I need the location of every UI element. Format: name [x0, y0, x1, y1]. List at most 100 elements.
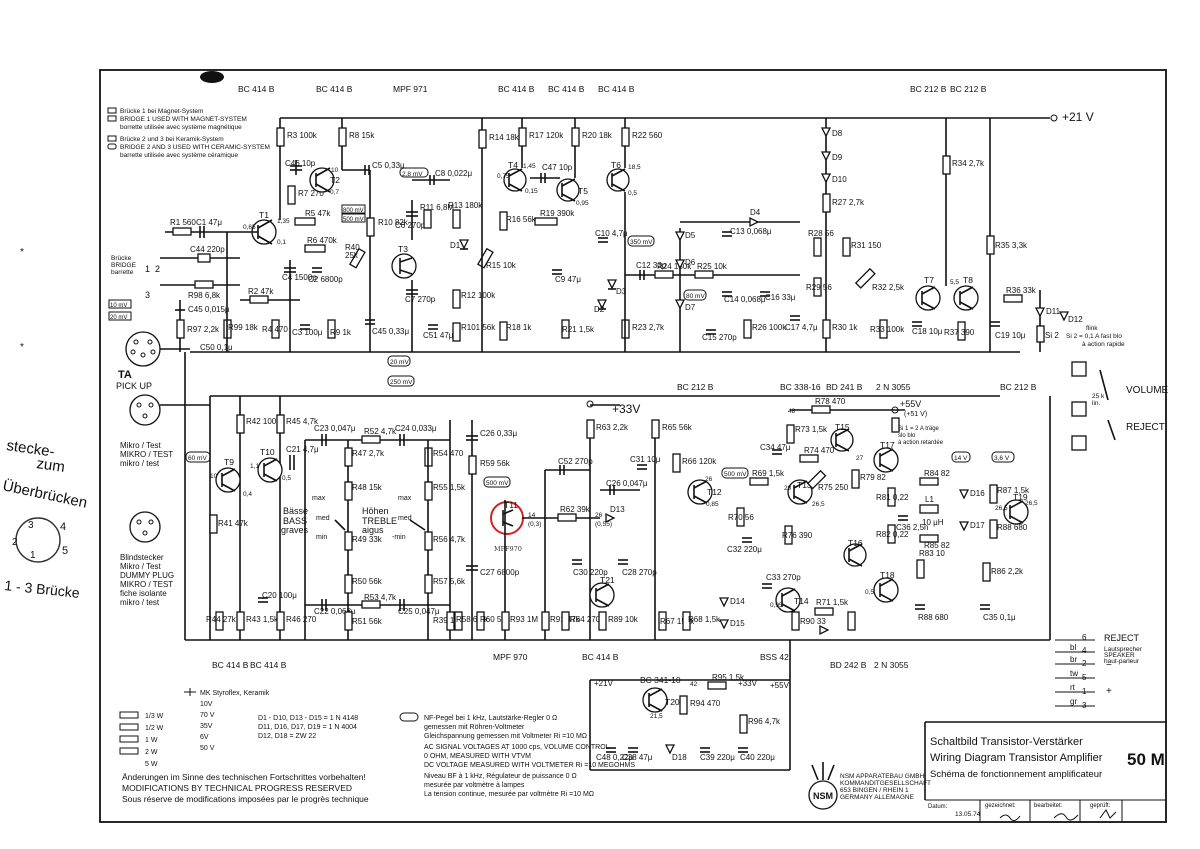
- svg-text:VOLUME: VOLUME: [1126, 385, 1169, 396]
- svg-text:NSM: NSM: [813, 791, 833, 801]
- svg-text:R46 270: R46 270: [286, 615, 317, 624]
- svg-text:350 mV: 350 mV: [630, 239, 653, 246]
- volume-control[interactable]: VOLUME: [1126, 385, 1169, 396]
- svg-text:T6: T6: [611, 160, 621, 170]
- mid-circuit: R42 100k R45 4,7k 60 mV T9 10 0,4 T10 1,…: [185, 396, 1051, 640]
- svg-text:20 mV: 20 mV: [390, 359, 409, 366]
- svg-text:barrette: barrette: [111, 269, 134, 276]
- type-label: BC 212 B: [910, 84, 947, 94]
- manufacturer-address: NSM APPARATEBAU GMBH KOMMANDITGESELLSCHA…: [840, 773, 931, 801]
- svg-text:R88 680: R88 680: [918, 613, 949, 622]
- type-label: BC 414 B: [316, 84, 353, 94]
- svg-text:C28 270p: C28 270p: [622, 568, 657, 577]
- svg-text:BASS: BASS: [283, 516, 307, 526]
- reject-switch[interactable]: REJECT: [1126, 422, 1165, 433]
- svg-text:250 mV: 250 mV: [390, 379, 413, 386]
- svg-text:+33V: +33V: [738, 679, 758, 688]
- svg-text:MPF 970: MPF 970: [493, 652, 528, 662]
- svg-text:21,5: 21,5: [650, 713, 663, 720]
- svg-text:BRIDGE 2 AND 3 USED WITH CERAM: BRIDGE 2 AND 3 USED WITH CERAMIC-SYSTEM: [120, 144, 270, 151]
- svg-text:80 mV: 80 mV: [686, 293, 705, 300]
- svg-text:C8 0,022μ: C8 0,022μ: [435, 169, 472, 178]
- svg-text:C51 47μ: C51 47μ: [423, 331, 454, 340]
- svg-text:C34 47μ: C34 47μ: [760, 443, 791, 452]
- svg-text:BRIDGE 1 USED WITH MAGNET-SYST: BRIDGE 1 USED WITH MAGNET-SYSTEM: [120, 116, 247, 123]
- svg-text:2 N 3055: 2 N 3055: [874, 660, 909, 670]
- svg-text:T2: T2: [330, 175, 340, 185]
- bottom-transistor-types: BC 414 B BC 414 B MPF 970 BC 414 B BSS 4…: [212, 652, 909, 670]
- svg-text:26,5: 26,5: [1025, 500, 1038, 507]
- rail-21v: +21 V: [280, 110, 1094, 124]
- svg-text:5,5: 5,5: [950, 279, 959, 286]
- svg-text:R17 120k: R17 120k: [529, 131, 564, 140]
- svg-text:4: 4: [1082, 646, 1087, 655]
- svg-text:0,4: 0,4: [243, 491, 252, 498]
- top-circuit: R1 560 C1 47μ Brücke BRIDGE barrette 1 3…: [108, 118, 1125, 387]
- svg-text:3: 3: [1082, 701, 1087, 710]
- svg-text:tw: tw: [1070, 669, 1078, 678]
- svg-text:Gleichspannung gemessen mit Vo: Gleichspannung gemessen mit Voltmeter Ri…: [424, 733, 587, 740]
- svg-text:D10: D10: [832, 175, 847, 184]
- svg-text:C13 0,068μ: C13 0,068μ: [730, 227, 772, 236]
- svg-text:R83 10: R83 10: [919, 549, 945, 558]
- svg-text:R79 82: R79 82: [860, 473, 886, 482]
- svg-text:R26 100k: R26 100k: [752, 323, 787, 332]
- svg-text:26: 26: [705, 476, 713, 483]
- svg-text:R16 56k: R16 56k: [506, 215, 537, 224]
- svg-text:D15: D15: [730, 619, 745, 628]
- svg-text:2: 2: [12, 537, 18, 548]
- svg-text:C50 0,1μ: C50 0,1μ: [200, 343, 233, 352]
- svg-text:0,15: 0,15: [525, 188, 538, 195]
- svg-text:R11 6,8M: R11 6,8M: [420, 203, 454, 212]
- svg-text:C6 270p: C6 270p: [395, 221, 426, 230]
- svg-text:C20 100μ: C20 100μ: [262, 591, 297, 600]
- mikro-input: Mikro / Test MIKRO / TEST mikro / test: [120, 394, 210, 468]
- treble-control[interactable]: Höhen TREBLE aigus max med -min: [362, 495, 426, 541]
- svg-text:(0,3): (0,3): [528, 521, 541, 528]
- svg-text:C26 0,33μ: C26 0,33μ: [480, 429, 517, 438]
- svg-text:MIKRO / TEST: MIKRO / TEST: [120, 580, 173, 589]
- svg-text:+33V: +33V: [612, 402, 640, 416]
- svg-text:R18 1k: R18 1k: [506, 323, 532, 332]
- svg-text:R44 27k: R44 27k: [206, 615, 237, 624]
- svg-text:NSM APPARATEBAU GMBH: NSM APPARATEBAU GMBH: [840, 773, 925, 780]
- svg-text:GERMANY ALLEMAGNE: GERMANY ALLEMAGNE: [840, 794, 915, 801]
- svg-text:10: 10: [210, 473, 218, 480]
- svg-text:borrette utilisée avec système: borrette utilisée avec système magnétiqu…: [120, 124, 242, 131]
- svg-text:−: −: [1106, 660, 1112, 671]
- svg-text:D16: D16: [970, 489, 985, 498]
- svg-text:0,85: 0,85: [706, 501, 719, 508]
- svg-text:T14: T14: [794, 596, 809, 606]
- svg-text:med: med: [398, 515, 412, 522]
- svg-text:5: 5: [62, 545, 68, 557]
- svg-text:haut-parleur: haut-parleur: [1104, 658, 1140, 665]
- svg-text:min: min: [316, 534, 327, 541]
- svg-text:C9 47μ: C9 47μ: [555, 275, 581, 284]
- bass-control[interactable]: Bässe BASS graves max med min: [281, 495, 346, 541]
- svg-text:fiche isolante: fiche isolante: [120, 589, 167, 598]
- svg-text:R58 6,8k: R58 6,8k: [456, 615, 489, 624]
- svg-text:Datum:: Datum:: [928, 804, 948, 810]
- svg-text:1: 1: [1082, 687, 1087, 696]
- svg-text:5 W: 5 W: [145, 761, 158, 768]
- svg-text:R32 2,5k: R32 2,5k: [872, 283, 905, 292]
- svg-text:slo blo: slo blo: [898, 433, 916, 439]
- svg-text:DUMMY PLUG: DUMMY PLUG: [120, 571, 174, 580]
- svg-text:+21V: +21V: [594, 679, 614, 688]
- svg-text:20 mV: 20 mV: [110, 315, 127, 321]
- svg-text:br: br: [1070, 655, 1077, 664]
- svg-text:REJECT: REJECT: [1104, 633, 1140, 643]
- svg-text:D2: D2: [594, 305, 605, 314]
- svg-text:BC 341-10: BC 341-10: [640, 675, 681, 685]
- svg-text:R27 2,7k: R27 2,7k: [832, 198, 865, 207]
- svg-text:BC 414 B: BC 414 B: [582, 652, 619, 662]
- svg-text:1/2 W: 1/2 W: [145, 725, 164, 732]
- svg-text:T3: T3: [398, 244, 408, 254]
- svg-text:T20: T20: [665, 697, 680, 707]
- svg-text:R30 1k: R30 1k: [832, 323, 858, 332]
- svg-text:R42 100k: R42 100k: [246, 417, 281, 426]
- bridge-legend: Brücke 1 bei Magnet-System BRIDGE 1 USED…: [107, 107, 270, 159]
- svg-text:3,6 V: 3,6 V: [994, 455, 1010, 462]
- svg-text:C36 2,5n: C36 2,5n: [896, 523, 928, 532]
- svg-text:C24 0,033μ: C24 0,033μ: [395, 424, 437, 433]
